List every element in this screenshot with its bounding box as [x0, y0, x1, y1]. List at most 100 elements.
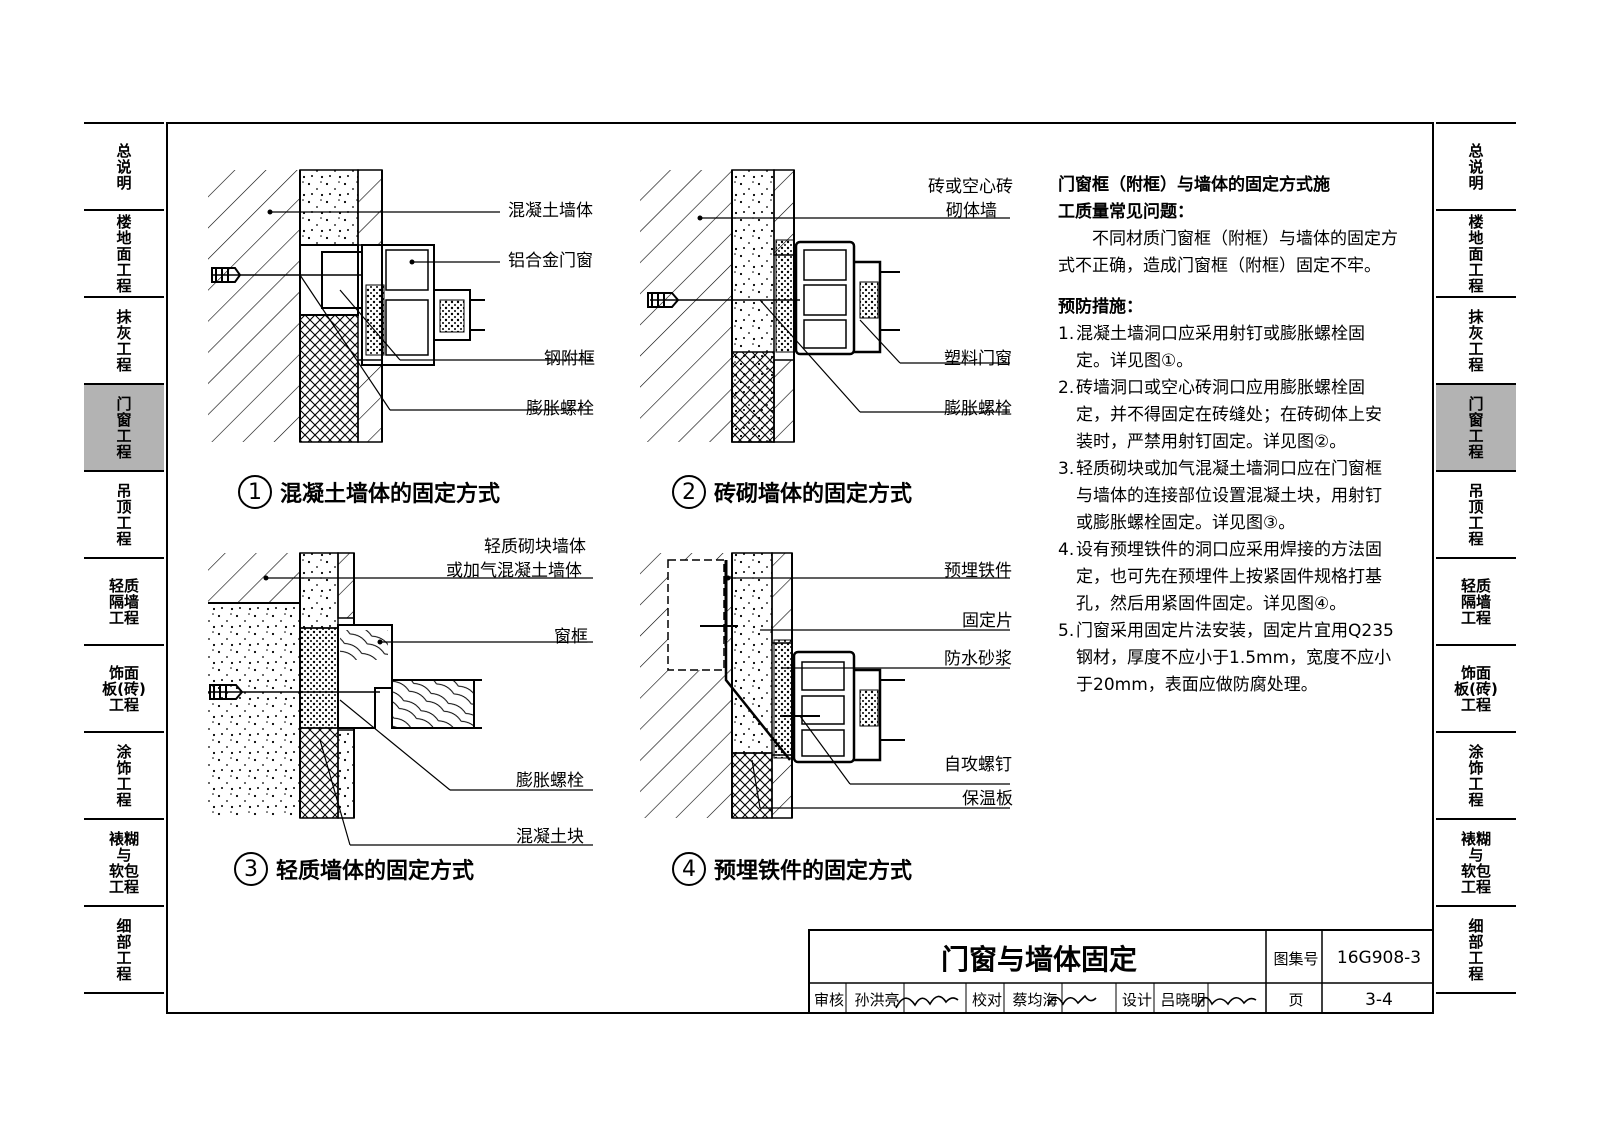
right-tab-label: 饰面 板(砖) 工程: [1454, 663, 1498, 714]
check-label: 校对: [971, 991, 1002, 1009]
label-insulation-board: 保温板: [962, 789, 1013, 809]
detail-number-3: 3: [234, 852, 268, 886]
note-item: 4.设有预埋铁件的洞口应采用焊接的方法固定，也可先在预埋件上按紧固件规格打基孔，…: [1058, 537, 1398, 618]
caption-text-2: 砖砌墙体的固定方式: [714, 482, 913, 507]
left-tab-3[interactable]: 抹 灰 工 程: [84, 298, 164, 385]
reviewer-name: 孙洪亮: [854, 991, 900, 1009]
label-light-wall-line2: 或加气混凝土墙体: [446, 561, 582, 581]
left-tab-label: 轻质 隔墙 工程: [108, 576, 139, 627]
left-tab-label: 饰面 板(砖) 工程: [102, 663, 146, 714]
label-steel-subframe: 钢附框: [544, 349, 595, 369]
right-tab-9[interactable]: 裱糊 与 软包 工程: [1436, 820, 1516, 907]
label-expansion-bolt-2: 膨胀螺栓: [944, 399, 1012, 419]
right-tab-3[interactable]: 抹 灰 工 程: [1436, 298, 1516, 385]
note-item-text: 混凝土墙洞口应采用射钉或膨胀螺栓固定。详见图①。: [1076, 324, 1365, 371]
note-item: 1.混凝土墙洞口应采用射钉或膨胀螺栓固定。详见图①。: [1058, 321, 1398, 375]
drawing-title: 门窗与墙体固定: [940, 943, 1137, 976]
label-concrete-block: 混凝土块: [516, 827, 584, 847]
left-tab-1[interactable]: 总 说 明: [84, 124, 164, 211]
detail-number-2: 2: [672, 475, 706, 509]
page-number: 3-4: [1365, 989, 1393, 1010]
title-block: 门窗与墙体固定 图集号 16G908-3 审核 孙洪亮 校对 蔡均海 设计 吕晓…: [808, 929, 1434, 1014]
notes-items: 1.混凝土墙洞口应采用射钉或膨胀螺栓固定。详见图①。2.砖墙洞口或空心砖洞口应用…: [1058, 321, 1398, 699]
right-tab-label: 总 说 明: [1468, 141, 1484, 192]
caption-text-1: 混凝土墙体的固定方式: [280, 482, 501, 507]
label-self-tapping-screw: 自攻螺钉: [944, 755, 1012, 775]
label-concrete-wall: 混凝土墙体: [508, 201, 593, 221]
right-tab-7[interactable]: 饰面 板(砖) 工程: [1436, 646, 1516, 733]
note-item-number: 5.: [1058, 621, 1075, 641]
detail-4-drawing: [640, 552, 1010, 819]
notes-prevention-heading: 预防措施：: [1058, 297, 1143, 317]
detail-1-drawing: [208, 169, 593, 443]
left-tab-label: 吊 顶 工 程: [116, 481, 132, 548]
detail-number-4: 4: [672, 852, 706, 886]
right-tab-label: 抹 灰 工 程: [1468, 307, 1484, 374]
caption-text-4: 预埋铁件的固定方式: [714, 859, 913, 884]
construction-notes: 门窗框（附框）与墙体的固定方式施 工质量常见问题： 不同材质门窗框（附框）与墙体…: [1058, 172, 1398, 699]
caption-text-3: 轻质墙体的固定方式: [276, 859, 475, 884]
left-tab-7[interactable]: 饰面 板(砖) 工程: [84, 646, 164, 733]
review-label: 审核: [813, 991, 844, 1009]
label-expansion-bolt-1: 膨胀螺栓: [526, 399, 594, 419]
note-item-text: 门窗采用固定片法安装，固定片宜用Q235钢材，厚度不应小于1.5mm，宽度不应小…: [1076, 621, 1394, 695]
left-tab-label: 楼 地 面 工 程: [116, 212, 132, 295]
label-light-wall-line1: 轻质砌块墙体: [484, 537, 586, 557]
right-tab-label: 轻质 隔墙 工程: [1460, 576, 1491, 627]
right-tab-label: 涂 饰 工 程: [1468, 742, 1484, 809]
left-tab-label: 涂 饰 工 程: [116, 742, 132, 809]
label-window-frame: 窗框: [554, 627, 588, 647]
right-tab-2[interactable]: 楼 地 面 工 程: [1436, 211, 1516, 298]
note-item-number: 2.: [1058, 378, 1075, 398]
detail-2-drawing: [640, 169, 1010, 443]
page-label: 页: [1288, 991, 1304, 1009]
note-item-text: 轻质砌块或加气混凝土墙洞口应在门窗框与墙体的连接部位设置混凝土块，用射钉或膨胀螺…: [1076, 459, 1382, 533]
left-tab-5[interactable]: 吊 顶 工 程: [84, 472, 164, 559]
left-tab-8[interactable]: 涂 饰 工 程: [84, 733, 164, 820]
right-tab-10[interactable]: 细 部 工 程: [1436, 907, 1516, 994]
label-expansion-bolt-3: 膨胀螺栓: [516, 771, 584, 791]
right-tab-8[interactable]: 涂 饰 工 程: [1436, 733, 1516, 820]
right-tab-6[interactable]: 轻质 隔墙 工程: [1436, 559, 1516, 646]
caption-detail-4: 4 预埋铁件的固定方式: [672, 852, 912, 886]
label-brick-wall-line2: 砌体墙: [946, 201, 997, 221]
label-aluminum-window: 铝合金门窗: [508, 251, 593, 271]
right-section-tabs: 总 说 明楼 地 面 工 程抹 灰 工 程门 窗 工 程吊 顶 工 程轻质 隔墙…: [1436, 122, 1516, 994]
label-brick-wall-line1: 砖或空心砖: [928, 177, 1013, 197]
caption-detail-2: 2 砖砌墙体的固定方式: [672, 475, 912, 509]
right-tab-label: 吊 顶 工 程: [1468, 481, 1484, 548]
notes-heading-line1: 门窗框（附框）与墙体的固定方式施: [1058, 175, 1330, 195]
left-tab-9[interactable]: 裱糊 与 软包 工程: [84, 820, 164, 907]
note-item-text: 设有预埋铁件的洞口应采用焊接的方法固定，也可先在预埋件上按紧固件规格打基孔，然后…: [1076, 540, 1382, 614]
left-section-tabs: 总 说 明楼 地 面 工 程抹 灰 工 程门 窗 工 程吊 顶 工 程轻质 隔墙…: [84, 122, 164, 994]
left-tab-2[interactable]: 楼 地 面 工 程: [84, 211, 164, 298]
checker-name: 蔡均海: [1012, 991, 1058, 1009]
label-fixing-plate: 固定片: [962, 611, 1013, 631]
drawing-frame: [166, 122, 1434, 1014]
note-item: 2.砖墙洞口或空心砖洞口应用膨胀螺栓固定，并不得固定在砖缝处；在砖砌体上安装时，…: [1058, 375, 1398, 456]
left-tab-6[interactable]: 轻质 隔墙 工程: [84, 559, 164, 646]
right-tab-5[interactable]: 吊 顶 工 程: [1436, 472, 1516, 559]
caption-detail-1: 1 混凝土墙体的固定方式: [238, 475, 500, 509]
atlas-number-label: 图集号: [1273, 949, 1319, 968]
note-item-number: 4.: [1058, 540, 1075, 560]
right-tab-label: 门 窗 工 程: [1468, 394, 1484, 461]
notes-problem: 不同材质门窗框（附框）与墙体的固定方式不正确，造成门窗框（附框）固定不牢。: [1058, 229, 1398, 276]
left-tab-4[interactable]: 门 窗 工 程: [84, 385, 164, 472]
designer-name: 吕晓明: [1160, 991, 1206, 1009]
note-item: 3.轻质砌块或加气混凝土墙洞口应在门窗框与墙体的连接部位设置混凝土块，用射钉或膨…: [1058, 456, 1398, 537]
atlas-number: 16G908-3: [1336, 948, 1422, 968]
design-label: 设计: [1121, 991, 1152, 1009]
title-block-lines: [808, 929, 1434, 1014]
label-waterproof-mortar: 防水砂浆: [944, 649, 1012, 669]
note-item-number: 3.: [1058, 459, 1075, 479]
label-plastic-window: 塑料门窗: [944, 349, 1012, 369]
right-tab-label: 楼 地 面 工 程: [1468, 212, 1484, 295]
right-tab-1[interactable]: 总 说 明: [1436, 124, 1516, 211]
note-item-text: 砖墙洞口或空心砖洞口应用膨胀螺栓固定，并不得固定在砖缝处；在砖砌体上安装时，严禁…: [1076, 378, 1382, 452]
detail-3-drawing: [208, 552, 593, 846]
left-tab-10[interactable]: 细 部 工 程: [84, 907, 164, 994]
right-tab-4[interactable]: 门 窗 工 程: [1436, 385, 1516, 472]
notes-heading-line2: 工质量常见问题：: [1058, 202, 1194, 222]
